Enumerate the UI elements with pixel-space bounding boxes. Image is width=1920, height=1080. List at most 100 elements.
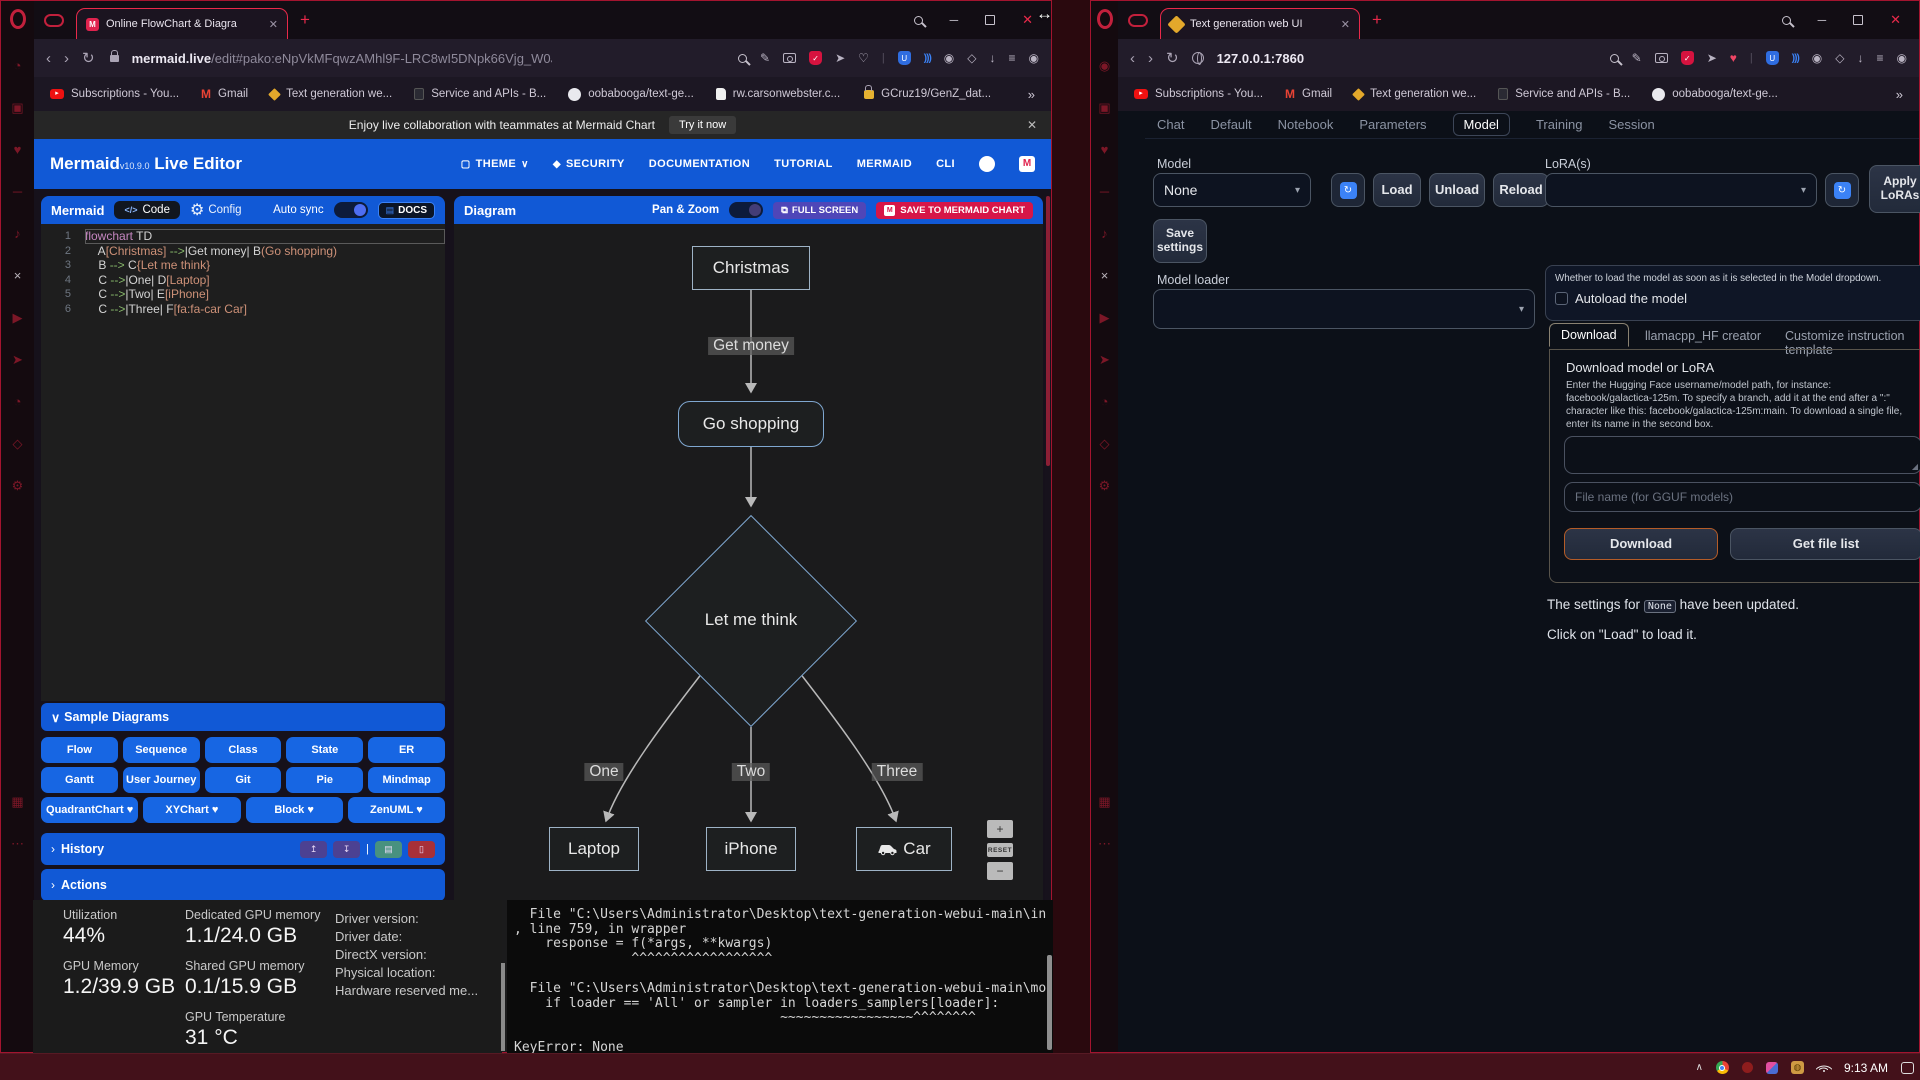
close-window-button[interactable]: ✕ (1022, 12, 1033, 27)
tab-close-icon[interactable]: ✕ (1340, 18, 1350, 31)
sample-button-block[interactable]: Block ♥ (245, 797, 343, 823)
apply-loras-button[interactable]: Apply LoRAs (1869, 165, 1920, 213)
sample-button-userjourney[interactable]: User Journey (122, 767, 200, 793)
favorite-heart-icon[interactable]: ♥ (1729, 51, 1737, 65)
downloads-icon[interactable]: ↓ (989, 51, 996, 65)
tray-overflow-icon[interactable]: ∧ (1695, 1062, 1703, 1073)
banner-close-icon[interactable]: ✕ (1026, 118, 1037, 132)
settings-icon[interactable]: ⚙ (11, 478, 24, 493)
profile-icon[interactable]: ◉ (1896, 51, 1907, 65)
sample-button-mindmap[interactable]: Mindmap (368, 767, 445, 793)
bookmark-item[interactable]: oobabooga/text-ge... (568, 87, 694, 101)
maximize-button[interactable] (1853, 15, 1864, 25)
bookmark-item[interactable]: Service and APIs - B... (1498, 88, 1630, 100)
bookmark-item[interactable]: oobabooga/text-ge... (1652, 87, 1778, 101)
get-file-list-button[interactable]: Get file list (1730, 528, 1920, 560)
tab-customize-instruction-template[interactable]: Customize instruction template (1785, 329, 1905, 357)
gx-corner-icon[interactable] (1128, 13, 1148, 27)
tab-chat[interactable]: Chat (1157, 117, 1185, 132)
box-icon[interactable]: ▣ (1098, 100, 1111, 115)
history-bar[interactable]: ›History ↥↧|▤▯ (41, 833, 445, 865)
back-button[interactable]: ‹ (46, 49, 51, 67)
nav-item-mermaid[interactable]: MERMAID (857, 158, 912, 170)
history-icon[interactable]: ◔ (13, 394, 22, 409)
node-go-shopping[interactable]: Go shopping (678, 401, 824, 447)
pan-zoom-toggle[interactable] (729, 202, 764, 218)
download-history-button[interactable]: ↧ (333, 840, 361, 858)
wifi-icon[interactable] (1815, 1060, 1833, 1077)
sample-button-git[interactable]: Git (204, 767, 282, 793)
tab-model[interactable]: Model (1452, 113, 1510, 136)
favorite-heart-icon[interactable]: ♡ (858, 51, 869, 65)
opera-gx-logo-icon[interactable] (9, 9, 26, 29)
tab-close-icon[interactable]: ✕ (268, 18, 278, 31)
telegram-icon[interactable]: ➤ (1099, 352, 1110, 367)
opera-tray-icon[interactable]: ◍ (1790, 1061, 1804, 1074)
settings-icon[interactable]: ⚙ (1098, 478, 1111, 493)
reload-button[interactable]: ↻ (1166, 50, 1179, 67)
bookmark-item[interactable]: rw.carsonwebster.c... (715, 88, 840, 100)
share-icon[interactable]: ✎ (760, 51, 771, 65)
share-icon[interactable]: ✎ (1631, 51, 1642, 65)
terminal-scrollbar[interactable] (1047, 955, 1052, 1050)
close-window-button[interactable]: ✕ (1890, 12, 1901, 27)
pink-app-tray-icon[interactable] (1765, 1061, 1778, 1074)
box-icon[interactable]: ▣ (11, 100, 24, 115)
sample-button-pie[interactable]: Pie (286, 767, 364, 793)
bookmark-item[interactable]: ▸Subscriptions - You... (50, 88, 179, 100)
red-app-tray-icon[interactable] (1741, 1062, 1753, 1073)
save-settings-button[interactable]: Save settings (1153, 219, 1207, 263)
minimize-button[interactable]: ─ (949, 13, 959, 27)
sample-button-zenuml[interactable]: ZenUML ♥ (347, 797, 445, 823)
twitch-icon[interactable]: ♥ (13, 142, 22, 157)
try-it-now-button[interactable]: Try it now (668, 116, 737, 134)
window-search-icon[interactable] (1781, 15, 1791, 25)
autosync-toggle[interactable] (333, 202, 368, 218)
telegram-icon[interactable]: ➤ (12, 352, 23, 367)
reload-button[interactable]: Reload (1493, 173, 1549, 207)
tab-session[interactable]: Session (1608, 117, 1655, 132)
forward-button[interactable]: › (1148, 49, 1153, 67)
browser-tab[interactable]: M Online FlowChart & Diagra ✕ (76, 8, 288, 39)
find-in-page-icon[interactable] (1609, 53, 1619, 63)
twitch-icon[interactable]: ♥ (1100, 142, 1109, 157)
refresh-loras-button[interactable]: ↻ (1825, 173, 1859, 207)
node-car[interactable]: Car (856, 827, 952, 871)
downloads-icon[interactable]: ↓ (1857, 51, 1864, 65)
sample-button-class[interactable]: Class (204, 737, 282, 763)
fullscreen-button[interactable]: ⧉FULL SCREEN (773, 201, 867, 219)
task-manager-scrollbar[interactable] (501, 963, 505, 1051)
notification-center-icon[interactable] (1901, 1061, 1914, 1074)
avatar-mask-icon[interactable]: ◉ (1811, 51, 1823, 65)
send-to-device-icon[interactable]: ➤ (835, 51, 846, 65)
autoload-checkbox[interactable] (1555, 292, 1568, 305)
docs-button[interactable]: ▤DOCS (377, 201, 435, 219)
back-button[interactable]: ‹ (1130, 49, 1135, 67)
messenger-icon[interactable]: ─ (12, 184, 23, 199)
bookmark-item[interactable]: Text generation we... (268, 87, 392, 101)
gx-corner-icon[interactable] (44, 13, 64, 27)
url-field[interactable]: 127.0.0.1:7860 (1216, 50, 1305, 66)
sample-button-state[interactable]: State (286, 737, 364, 763)
upload-history-button[interactable]: ↥ (300, 840, 328, 858)
tab-training[interactable]: Training (1535, 117, 1583, 132)
x-twitter-icon[interactable]: × (1100, 268, 1109, 283)
more-icon[interactable]: ⋯ (1098, 836, 1111, 851)
zoom-in-button[interactable]: + (987, 820, 1013, 838)
node-christmas[interactable]: Christmas (692, 246, 810, 290)
tab-code[interactable]: </>Code (114, 201, 180, 219)
nav-item-theme[interactable]: ▢THEME∨ (461, 158, 529, 170)
sample-button-er[interactable]: ER (368, 737, 445, 763)
bookmarks-overflow-icon[interactable]: » (1895, 86, 1903, 102)
sample-button-flow[interactable]: Flow (41, 737, 118, 763)
model-dropdown[interactable]: None▾ (1153, 173, 1311, 207)
tab-config[interactable]: ⚙Config (189, 202, 242, 219)
minimize-button[interactable]: ─ (1817, 13, 1827, 27)
model-path-textarea[interactable]: ◢ (1564, 436, 1920, 474)
panels-icon[interactable]: ≡ (1008, 51, 1016, 65)
tab-default[interactable]: Default (1210, 117, 1252, 132)
opera-gx-logo-icon[interactable] (1096, 9, 1113, 29)
bookmark-item[interactable]: Service and APIs - B... (414, 88, 546, 100)
